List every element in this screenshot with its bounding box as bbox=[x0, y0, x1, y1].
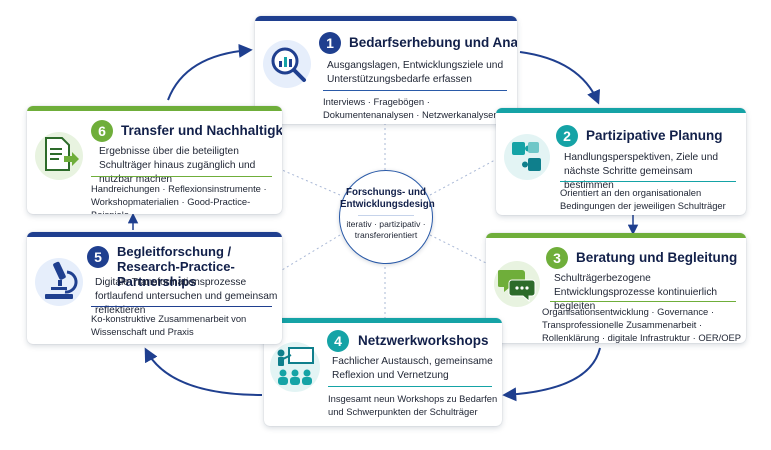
step-number: 6 bbox=[91, 120, 113, 142]
divider bbox=[328, 386, 492, 387]
microscope-icon bbox=[45, 261, 78, 299]
center-divider bbox=[358, 215, 414, 216]
card-details: Insgesamt neun Workshops zu Bedarfen und… bbox=[328, 393, 498, 417]
divider bbox=[560, 181, 736, 182]
divider bbox=[91, 176, 272, 177]
card-title: Bedarfserhebung und Analyse bbox=[349, 35, 517, 50]
card-title: Transfer und Nachhaltigkeit bbox=[121, 123, 282, 138]
card-netzwerkworkshops: 4 Netzwerkworkshops Fachlicher Austausch… bbox=[264, 318, 502, 426]
step-number: 2 bbox=[556, 125, 578, 147]
card-begleitforschung: 5 Begleitforschung / Research-Practice-P… bbox=[27, 232, 282, 344]
center-subtitle: iterativ · partizipativ · transferorient… bbox=[346, 219, 426, 240]
card-accent-bar bbox=[255, 16, 517, 21]
dotted-spokes bbox=[281, 120, 496, 318]
card-beratung-begleitung: 3 Beratung und Begleitung Schulträgerbez… bbox=[486, 233, 746, 343]
puzzle-icon bbox=[512, 142, 541, 171]
divider bbox=[323, 90, 507, 91]
arrow-6-to-1 bbox=[167, 43, 253, 101]
card-description: Ausgangslagen, Entwicklungsziele und Unt… bbox=[327, 60, 504, 85]
card-details: Orientiert an den organisationalen Bedin… bbox=[560, 187, 726, 211]
card-transfer-nachhaltigkeit: 6 Transfer und Nachhaltigkeit Ergebnisse… bbox=[27, 106, 282, 214]
card-title: Netzwerkworkshops bbox=[358, 333, 489, 348]
card-accent-bar bbox=[27, 232, 282, 237]
divider bbox=[91, 306, 272, 307]
card-details: Interviews · Fragebögen · Dokumentenanal… bbox=[323, 96, 499, 120]
center-title: Forschungs- und Entwicklungsdesign bbox=[340, 187, 435, 210]
arrow-1-to-2 bbox=[519, 51, 601, 105]
card-description: Ergebnisse über die beteiligten Schulträ… bbox=[99, 146, 256, 185]
step-number: 1 bbox=[319, 32, 341, 54]
document-arrow-icon bbox=[45, 137, 79, 171]
divider bbox=[550, 301, 736, 302]
step-number: 4 bbox=[327, 330, 349, 352]
card-accent-bar bbox=[496, 108, 746, 113]
card-accent-bar bbox=[264, 318, 502, 323]
card-title: Beratung und Begleitung bbox=[576, 250, 738, 265]
card-accent-bar bbox=[27, 106, 282, 111]
step-number: 3 bbox=[546, 247, 568, 269]
arrow-4-to-5 bbox=[144, 347, 263, 396]
center-circle: Forschungs- und Entwicklungsdesign itera… bbox=[339, 170, 435, 264]
card-description: Digitale Transformationsprozesse fortlau… bbox=[95, 277, 278, 316]
card-details: Ko-konstruktive Zusammenarbeit von Wisse… bbox=[91, 313, 247, 337]
arrow-3-to-4 bbox=[502, 347, 601, 402]
card-description: Fachlicher Austausch, gemeinsame Reflexi… bbox=[332, 356, 493, 381]
card-accent-bar bbox=[486, 233, 746, 238]
card-partizipative-planung: 2 Partizipative Planung Handlungsperspek… bbox=[496, 108, 746, 215]
card-details: Organisationsentwicklung · Governance · … bbox=[542, 306, 742, 343]
icon-circle bbox=[504, 134, 550, 180]
presentation-group-icon bbox=[277, 347, 314, 385]
card-description: Handlungsperspektiven, Ziele und nächste… bbox=[564, 152, 719, 191]
card-title: Begleitforschung / Research-Practice-Par… bbox=[117, 244, 235, 289]
card-title: Partizipative Planung bbox=[586, 128, 723, 143]
card-bedarfserhebung: 1 Bedarfserhebung und Analyse Ausgangsla… bbox=[255, 16, 517, 124]
card-description: Schulträgerbezogene Entwicklungsprozesse… bbox=[554, 273, 718, 312]
magnifier-chart-icon bbox=[271, 47, 306, 82]
step-number: 5 bbox=[87, 246, 109, 268]
card-details: Handreichungen · Reflexionsinstrumente ·… bbox=[91, 183, 267, 214]
speech-bubbles-icon bbox=[498, 270, 536, 302]
